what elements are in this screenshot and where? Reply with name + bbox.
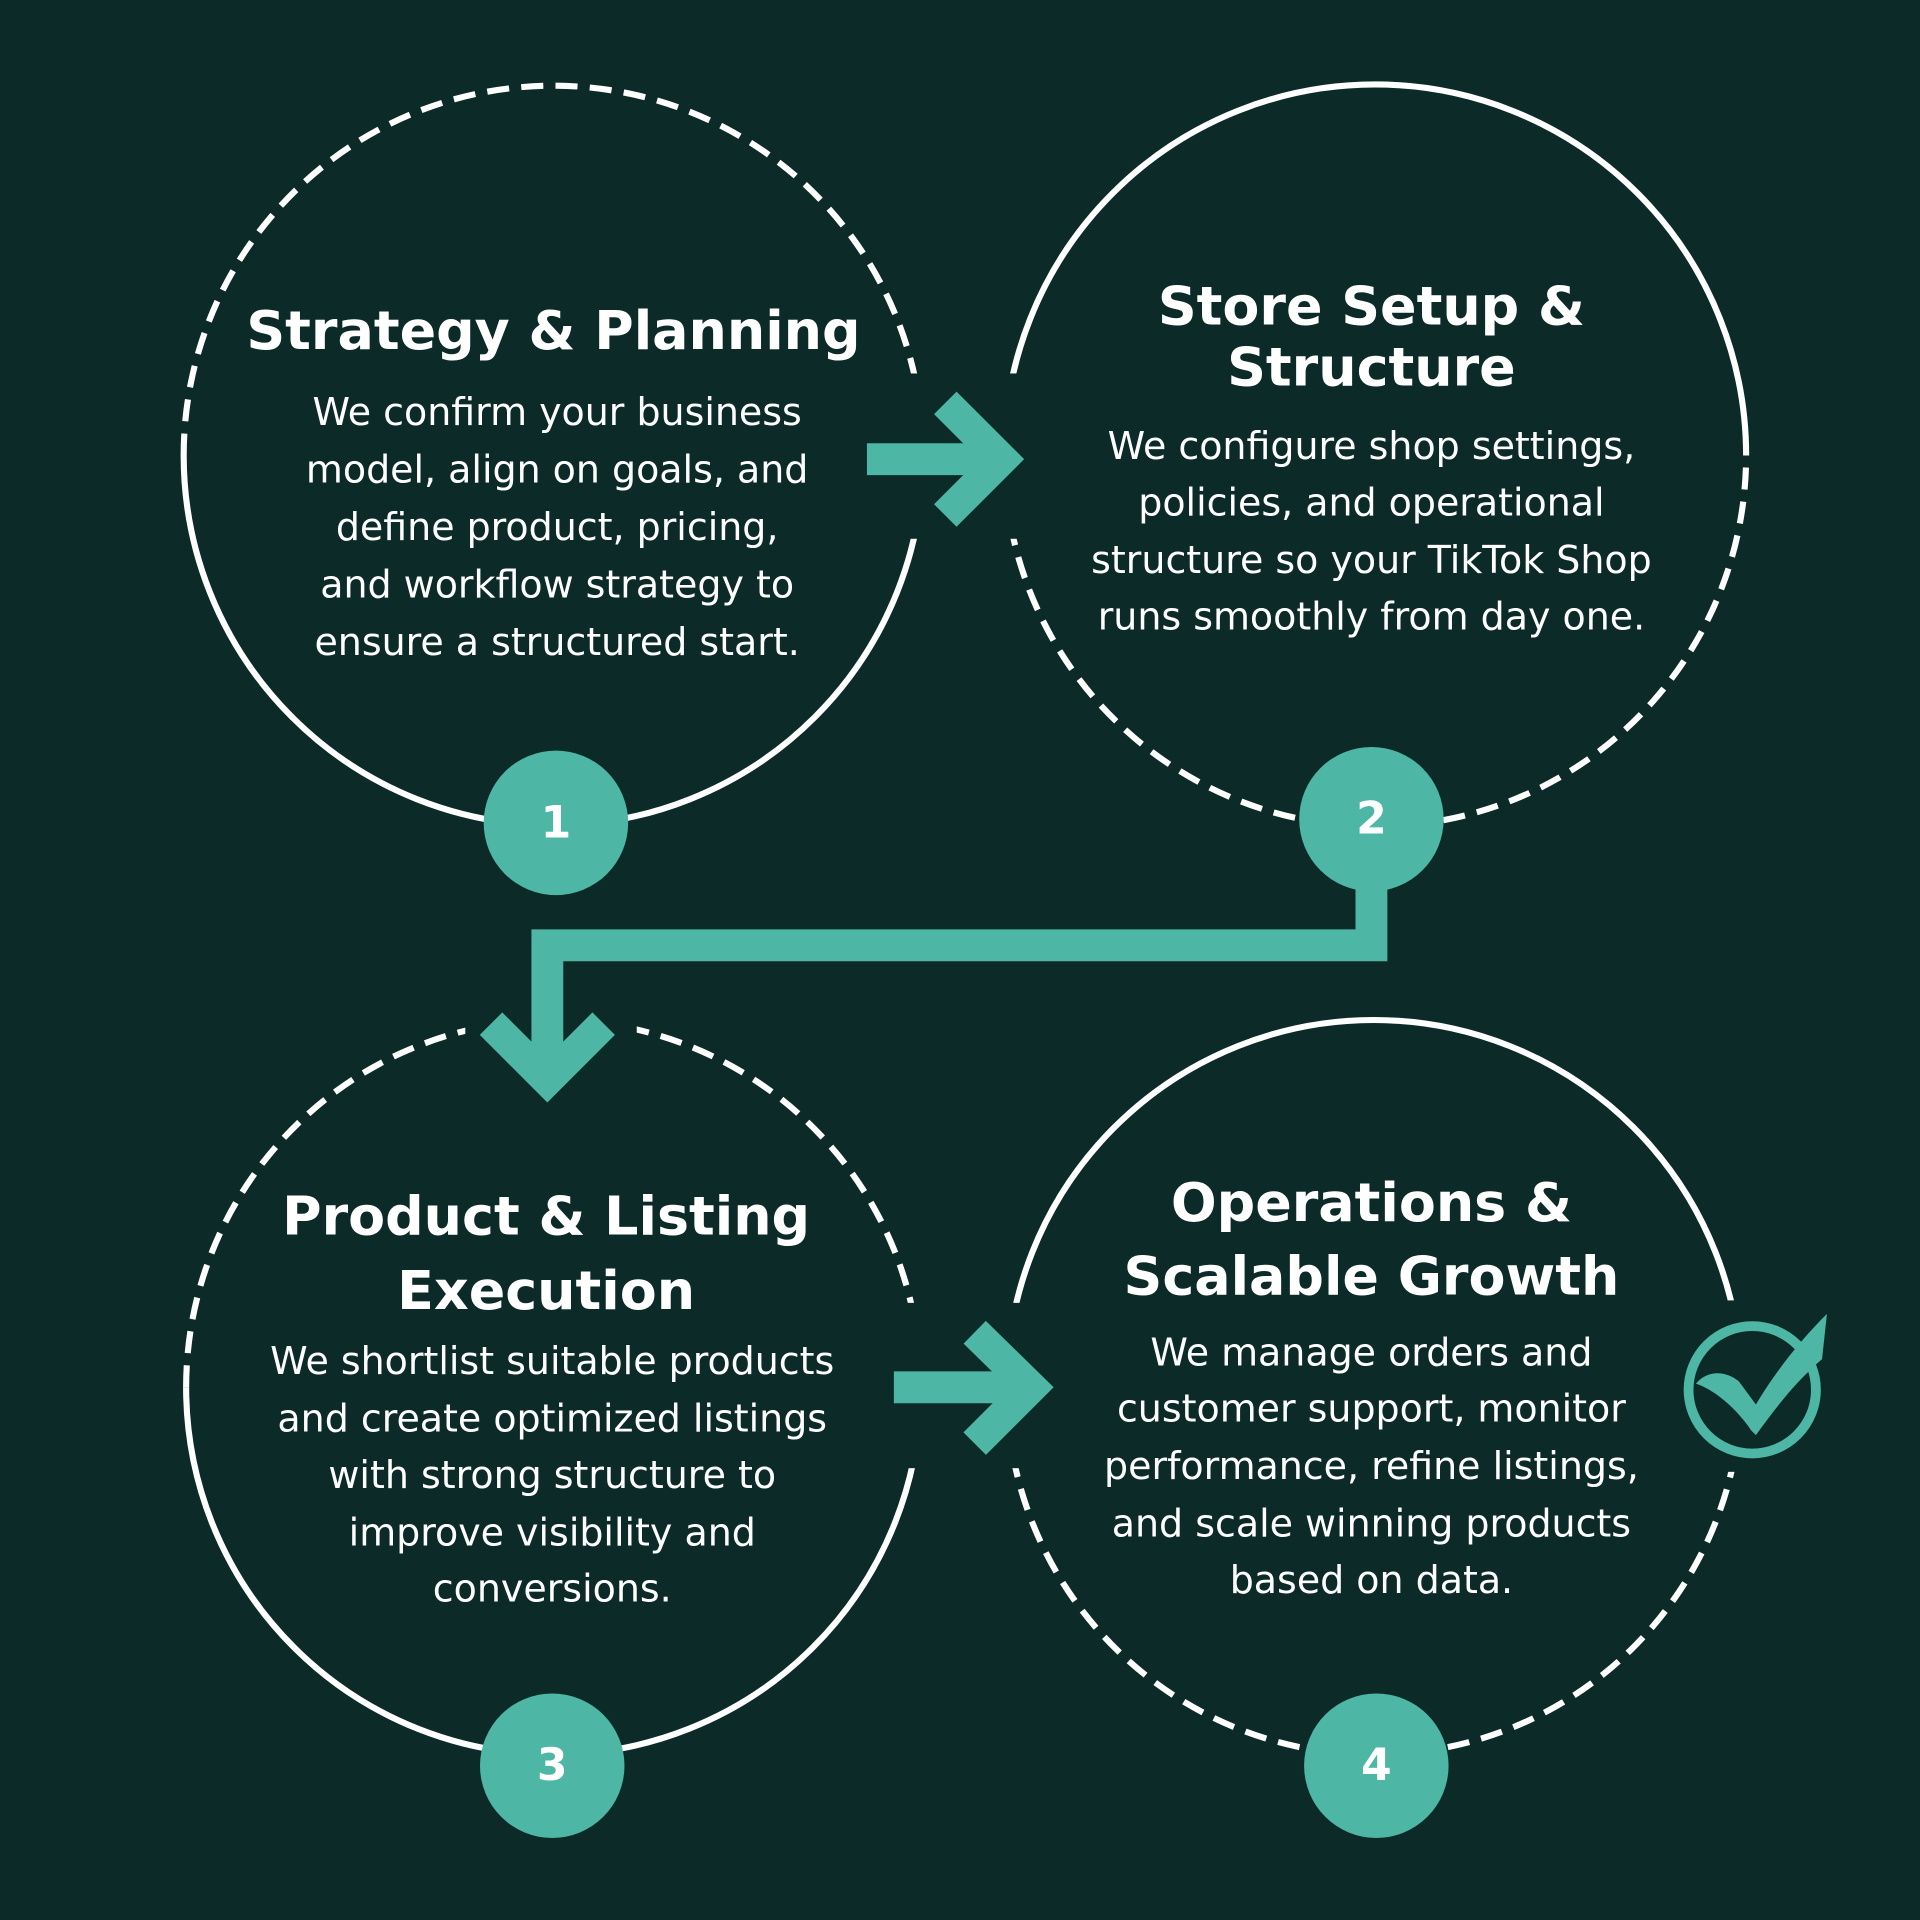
step-title: Strategy & Planning xyxy=(246,299,860,362)
step-4-badge: 4 xyxy=(1304,1693,1449,1838)
step-1-badge: 1 xyxy=(483,750,629,896)
step-body-line: model, align on goals, and xyxy=(306,447,808,491)
step-title: Structure xyxy=(1227,336,1516,399)
connector-arrow-icon xyxy=(479,881,1388,1103)
step-1-content: Strategy & Planning We confirm your busi… xyxy=(246,299,860,664)
step-body-line: policies, and operational xyxy=(1138,481,1604,525)
step-4-ring xyxy=(1003,1017,1745,1758)
step-2-badge: 2 xyxy=(1299,746,1444,892)
step-body-line: We manage orders and xyxy=(1150,1330,1592,1374)
step-2-content: Store Setup & Structure We configure sho… xyxy=(1091,274,1652,638)
step-body-line: performance, refine listings, xyxy=(1104,1444,1639,1488)
arrow-icon xyxy=(893,1320,1054,1455)
step-body-line: and scale winning products xyxy=(1112,1502,1631,1546)
step-body-line: customer support, monitor xyxy=(1117,1387,1626,1431)
step-body-line: ensure a structured start. xyxy=(314,620,799,664)
step-title: Operations & xyxy=(1171,1171,1572,1234)
step-body-line: We shortlist suitable products xyxy=(270,1339,834,1383)
step-title: Store Setup & xyxy=(1158,274,1585,337)
step-body-line: with strong structure to xyxy=(328,1453,776,1497)
step-body-line: We confirm your business xyxy=(312,390,801,434)
step-body-line: We configure shop settings, xyxy=(1108,424,1636,468)
step-2-ring xyxy=(1001,81,1750,830)
step-4-content: Operations & Scalable Growth We manage o… xyxy=(1104,1171,1639,1602)
step-body-line: based on data. xyxy=(1230,1558,1513,1602)
step-body-line: define product, pricing, xyxy=(336,505,779,549)
step-body-line: structure so your TikTok Shop xyxy=(1091,538,1652,582)
arrow-icon xyxy=(866,391,1025,527)
step-body-line: improve visibility and xyxy=(349,1510,756,1554)
step-title: Product & Listing xyxy=(282,1184,810,1247)
svg-text:3: 3 xyxy=(537,1740,568,1791)
step-body-line: runs smoothly from day one. xyxy=(1098,594,1645,638)
step-title: Execution xyxy=(397,1259,695,1322)
step-3-badge: 3 xyxy=(480,1693,625,1838)
svg-text:4: 4 xyxy=(1361,1740,1392,1791)
step-title: Scalable Growth xyxy=(1124,1244,1620,1307)
step-body-line: and create optimized listings xyxy=(277,1396,827,1440)
step-body-line: conversions. xyxy=(433,1567,672,1611)
step-body-line: and workflow strategy to xyxy=(320,563,794,607)
step-3-content: Product & Listing Execution We shortlist… xyxy=(270,1184,834,1610)
svg-text:2: 2 xyxy=(1356,794,1387,845)
check-circle-icon xyxy=(1683,1313,1827,1459)
svg-text:1: 1 xyxy=(541,797,572,848)
